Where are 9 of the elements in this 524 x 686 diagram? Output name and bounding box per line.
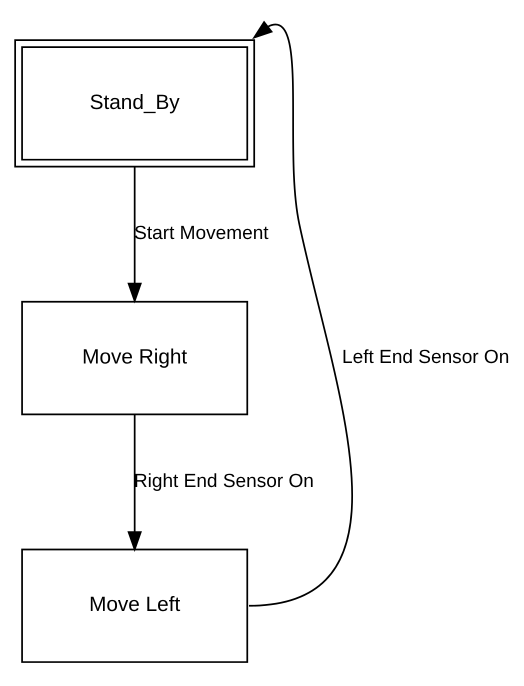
node-box: Move Left	[21, 548, 248, 663]
edge-label: Right End Sensor On	[134, 470, 314, 492]
edge-label: Start Movement	[134, 223, 269, 244]
arrow	[248, 20, 352, 607]
node-box: Stand_By	[14, 39, 256, 168]
arrow	[127, 167, 142, 304]
node-box: Move Right	[21, 300, 248, 416]
edge-label: Left End Sensor On	[342, 346, 510, 368]
arrow	[127, 414, 142, 552]
